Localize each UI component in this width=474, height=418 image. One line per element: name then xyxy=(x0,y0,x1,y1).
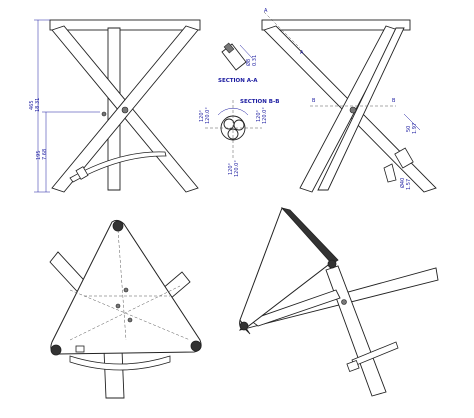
section-aa-hole-dia: Ø8 xyxy=(245,59,252,66)
section-bb-leg-2 xyxy=(233,119,245,131)
iso-leg-back xyxy=(249,289,341,327)
dim-total-height-in: 18.31 xyxy=(35,98,41,112)
front-pivot-bolt xyxy=(121,106,129,114)
section-aa-hole-dia-in: 0.31 xyxy=(252,55,258,66)
top-bolt-3 xyxy=(127,317,133,323)
side-short-leg-1 xyxy=(299,25,399,193)
side-strap-end xyxy=(383,163,397,183)
top-hidden-3 xyxy=(69,289,191,341)
section-bb-angle-1b: 120.0° xyxy=(205,107,211,124)
top-hidden-1 xyxy=(117,229,127,341)
side-short-leg-2 xyxy=(317,27,405,191)
section-bb-angle-2b: 120.0° xyxy=(262,107,268,124)
top-view xyxy=(49,219,202,399)
top-bolt-2 xyxy=(115,303,121,309)
top-corner-fitting-top xyxy=(112,220,124,232)
top-hidden-2 xyxy=(69,285,181,341)
top-corner-fitting-right xyxy=(190,340,202,352)
side-dim-bottom-dia-in: 1.57 xyxy=(406,179,412,190)
side-dim-spacing-line xyxy=(403,113,421,131)
front-view: 465 18.31 195 7.68 xyxy=(29,19,201,193)
iso-strap-buckle xyxy=(346,360,360,372)
section-bb-leg-1 xyxy=(223,118,235,130)
section-bb-angle-3: 120° xyxy=(228,162,234,175)
side-mark-b-left: B xyxy=(312,98,316,104)
section-aa-label: SECTION A-A xyxy=(218,78,258,84)
iso-seat-edge-right xyxy=(280,207,339,265)
front-strap xyxy=(69,151,167,183)
front-seat-bar xyxy=(49,19,201,31)
iso-corner-fitting-right xyxy=(327,259,337,269)
top-strap-buckle xyxy=(75,345,85,353)
dim-total-height: 465 xyxy=(29,100,35,110)
section-aa-cutline xyxy=(263,11,301,49)
top-leg-front xyxy=(103,349,125,399)
section-bb-leg-3 xyxy=(227,128,239,140)
iso-pivot-bolt xyxy=(341,299,347,305)
section-aa-dim-line xyxy=(239,44,253,59)
top-corner-fitting-left xyxy=(50,344,62,356)
side-view: A A B B 50 1.97 Ø40 1.57 xyxy=(261,8,437,193)
section-aa: Ø8 0.31 SECTION A-A xyxy=(218,42,258,84)
side-strap-buckle xyxy=(394,147,414,169)
side-dim-spacing: 50 xyxy=(406,126,412,132)
section-bb-angle-arc xyxy=(217,107,249,116)
dim-lower-height: 195 xyxy=(36,150,42,160)
side-mark-a-top: A xyxy=(264,8,268,14)
side-dim-bottom-dia: Ø40 xyxy=(399,178,406,188)
side-pivot-bolt xyxy=(349,106,357,114)
isometric-view xyxy=(239,207,439,397)
iso-corner-fitting-left xyxy=(239,321,249,331)
section-bb-angle-3b: 120.0° xyxy=(234,160,240,177)
front-small-bolt xyxy=(101,111,107,117)
side-seat-bar xyxy=(261,19,411,31)
top-bolt-1 xyxy=(123,287,129,293)
section-aa-bolt xyxy=(223,42,235,54)
section-bb-angle-1: 120° xyxy=(199,109,205,122)
side-mark-b-right: B xyxy=(392,98,396,104)
front-strap-buckle xyxy=(75,166,89,180)
side-mark-a-bottom: A xyxy=(300,50,304,56)
section-bb-angle-2: 120° xyxy=(256,109,262,122)
section-bb: 120° 120.0° 120° 120.0° 120° 120.0° SECT… xyxy=(199,99,279,177)
dim-lower-height-in: 7.68 xyxy=(42,149,48,160)
section-bb-label: SECTION B-B xyxy=(240,99,279,105)
side-dim-spacing-in: 1.97 xyxy=(412,123,418,134)
top-strap xyxy=(69,355,171,371)
